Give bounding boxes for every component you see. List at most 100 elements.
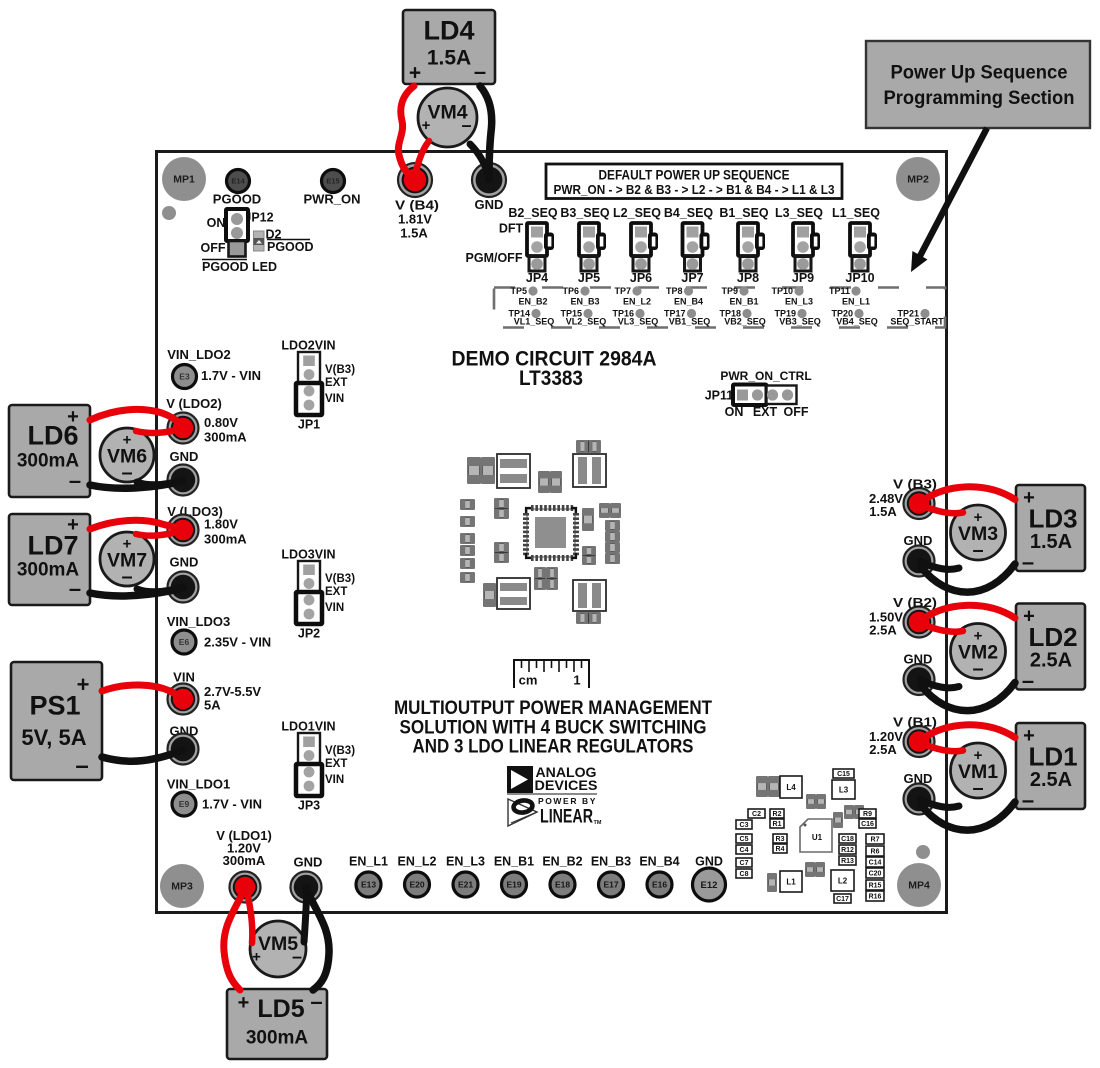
svg-text:R7: R7 — [871, 837, 880, 844]
svg-text:V (LDO1): V (LDO1) — [216, 828, 272, 843]
svg-text:VM2: VM2 — [958, 641, 998, 663]
svg-text:TP7: TP7 — [614, 286, 631, 296]
svg-text:JP5: JP5 — [578, 271, 600, 285]
svg-text:MP3: MP3 — [171, 881, 193, 893]
svg-text:JP12: JP12 — [244, 210, 273, 224]
svg-text:300mA: 300mA — [246, 1028, 309, 1049]
svg-text:E15: E15 — [326, 177, 339, 186]
svg-text:ON: ON — [725, 405, 744, 419]
svg-text:EXT: EXT — [325, 758, 347, 770]
svg-text:VM4: VM4 — [427, 101, 467, 123]
svg-text:V (B2): V (B2) — [893, 595, 937, 610]
svg-text:V (B1): V (B1) — [893, 715, 937, 730]
svg-text:VM6: VM6 — [107, 445, 147, 467]
svg-text:PS1: PS1 — [29, 691, 80, 721]
svg-text:PGM/OFF: PGM/OFF — [466, 251, 523, 265]
svg-text:VM3: VM3 — [958, 523, 998, 545]
svg-text:DEFAULT POWER UP SEQUENCE: DEFAULT POWER UP SEQUENCE — [599, 167, 790, 182]
svg-text:L2: L2 — [838, 876, 848, 885]
svg-text:EN_L1: EN_L1 — [842, 297, 870, 307]
svg-text:2.5A: 2.5A — [1030, 769, 1072, 791]
svg-text:V (B3): V (B3) — [893, 477, 937, 492]
svg-text:C17: C17 — [836, 896, 849, 903]
svg-text:5V, 5A: 5V, 5A — [21, 725, 86, 750]
svg-text:VB4_SEQ: VB4_SEQ — [836, 317, 878, 327]
svg-text:1.5A: 1.5A — [400, 226, 428, 241]
svg-text:+: + — [77, 672, 90, 697]
svg-text:JP7: JP7 — [681, 271, 703, 285]
svg-text:EN_L3: EN_L3 — [446, 854, 485, 868]
svg-text:1.50V: 1.50V — [869, 610, 903, 625]
svg-text:GND: GND — [904, 771, 933, 786]
svg-text:JP4: JP4 — [526, 271, 548, 285]
svg-text:1: 1 — [573, 673, 580, 688]
svg-text:SEQ_START: SEQ_START — [890, 317, 944, 327]
svg-text:2.48V: 2.48V — [869, 491, 903, 506]
svg-text:PGOOD: PGOOD — [213, 192, 261, 207]
svg-text:1.5A: 1.5A — [427, 47, 471, 70]
svg-text:E9: E9 — [179, 799, 190, 809]
svg-text:VIN: VIN — [325, 602, 344, 614]
svg-text:B3_SEQ: B3_SEQ — [560, 206, 610, 220]
svg-text:D2: D2 — [266, 227, 282, 241]
svg-text:E14: E14 — [231, 177, 245, 186]
svg-text:L3: L3 — [839, 785, 849, 794]
svg-text:C14: C14 — [869, 860, 882, 867]
svg-text:TP15: TP15 — [560, 309, 582, 319]
svg-text:300mA: 300mA — [223, 853, 266, 868]
svg-text:1.7V - VIN: 1.7V - VIN — [202, 797, 262, 812]
svg-text:1.5A: 1.5A — [1030, 531, 1072, 553]
svg-text:DFT: DFT — [499, 221, 524, 235]
svg-text:–: – — [121, 462, 132, 484]
svg-text:R3: R3 — [776, 836, 785, 843]
svg-text:PGOOD: PGOOD — [267, 240, 314, 254]
svg-text:E18: E18 — [555, 880, 570, 890]
svg-text:U1: U1 — [812, 833, 823, 842]
svg-text:R2: R2 — [773, 811, 782, 818]
svg-text:JP10: JP10 — [845, 271, 874, 285]
svg-text:–: – — [972, 540, 983, 562]
svg-text:EN_B1: EN_B1 — [729, 297, 758, 307]
svg-text:B4_SEQ: B4_SEQ — [664, 206, 714, 220]
svg-text:LINEAR: LINEAR — [540, 805, 593, 827]
svg-text:JP9: JP9 — [792, 271, 814, 285]
svg-text:–: – — [69, 576, 81, 601]
svg-text:LT3383: LT3383 — [519, 367, 583, 390]
svg-text:GND: GND — [904, 533, 933, 548]
svg-text:TP17: TP17 — [664, 309, 686, 319]
svg-text:TP16: TP16 — [612, 309, 634, 319]
svg-text:VIN_LDO2: VIN_LDO2 — [167, 347, 231, 362]
svg-text:JP3: JP3 — [298, 798, 320, 812]
svg-text:V(B3): V(B3) — [325, 364, 355, 376]
svg-text:Power Up Sequence: Power Up Sequence — [891, 61, 1068, 83]
svg-text:E12: E12 — [701, 880, 718, 891]
svg-text:EN_L3: EN_L3 — [785, 297, 813, 307]
svg-text:+: + — [123, 431, 132, 448]
svg-text:LD4: LD4 — [423, 16, 474, 46]
svg-text:PWR_ON_CTRL: PWR_ON_CTRL — [720, 369, 811, 383]
svg-text:LDO1VIN: LDO1VIN — [281, 719, 335, 733]
svg-text:DEMO CIRCUIT 2984A: DEMO CIRCUIT 2984A — [452, 348, 657, 371]
svg-text:LD5: LD5 — [257, 995, 304, 1023]
svg-text:GND: GND — [695, 854, 723, 868]
svg-text:B1_SEQ: B1_SEQ — [719, 206, 769, 220]
svg-text:OFF: OFF — [201, 241, 226, 255]
svg-text:GND: GND — [170, 449, 199, 464]
svg-text:–: – — [1022, 668, 1034, 693]
svg-text:VIN: VIN — [325, 393, 344, 405]
svg-text:300mA: 300mA — [204, 430, 247, 445]
svg-text:EXT: EXT — [325, 377, 347, 389]
svg-text:R1: R1 — [773, 821, 782, 828]
svg-text:VIN_LDO3: VIN_LDO3 — [167, 614, 231, 629]
svg-text:1.5A: 1.5A — [869, 504, 897, 519]
svg-text:2.35V - VIN: 2.35V - VIN — [204, 635, 271, 650]
svg-text:LD7: LD7 — [27, 531, 78, 561]
svg-text:VIN: VIN — [325, 774, 344, 786]
svg-text:0.80V: 0.80V — [204, 415, 238, 430]
svg-text:ON: ON — [207, 216, 226, 230]
svg-text:SOLUTION WITH 4 BUCK SWITCHING: SOLUTION WITH 4 BUCK SWITCHING — [400, 716, 707, 738]
svg-text:R9: R9 — [863, 811, 872, 818]
svg-text:TP20: TP20 — [831, 309, 853, 319]
svg-text:MP4: MP4 — [908, 880, 930, 892]
svg-text:C5: C5 — [740, 836, 749, 843]
